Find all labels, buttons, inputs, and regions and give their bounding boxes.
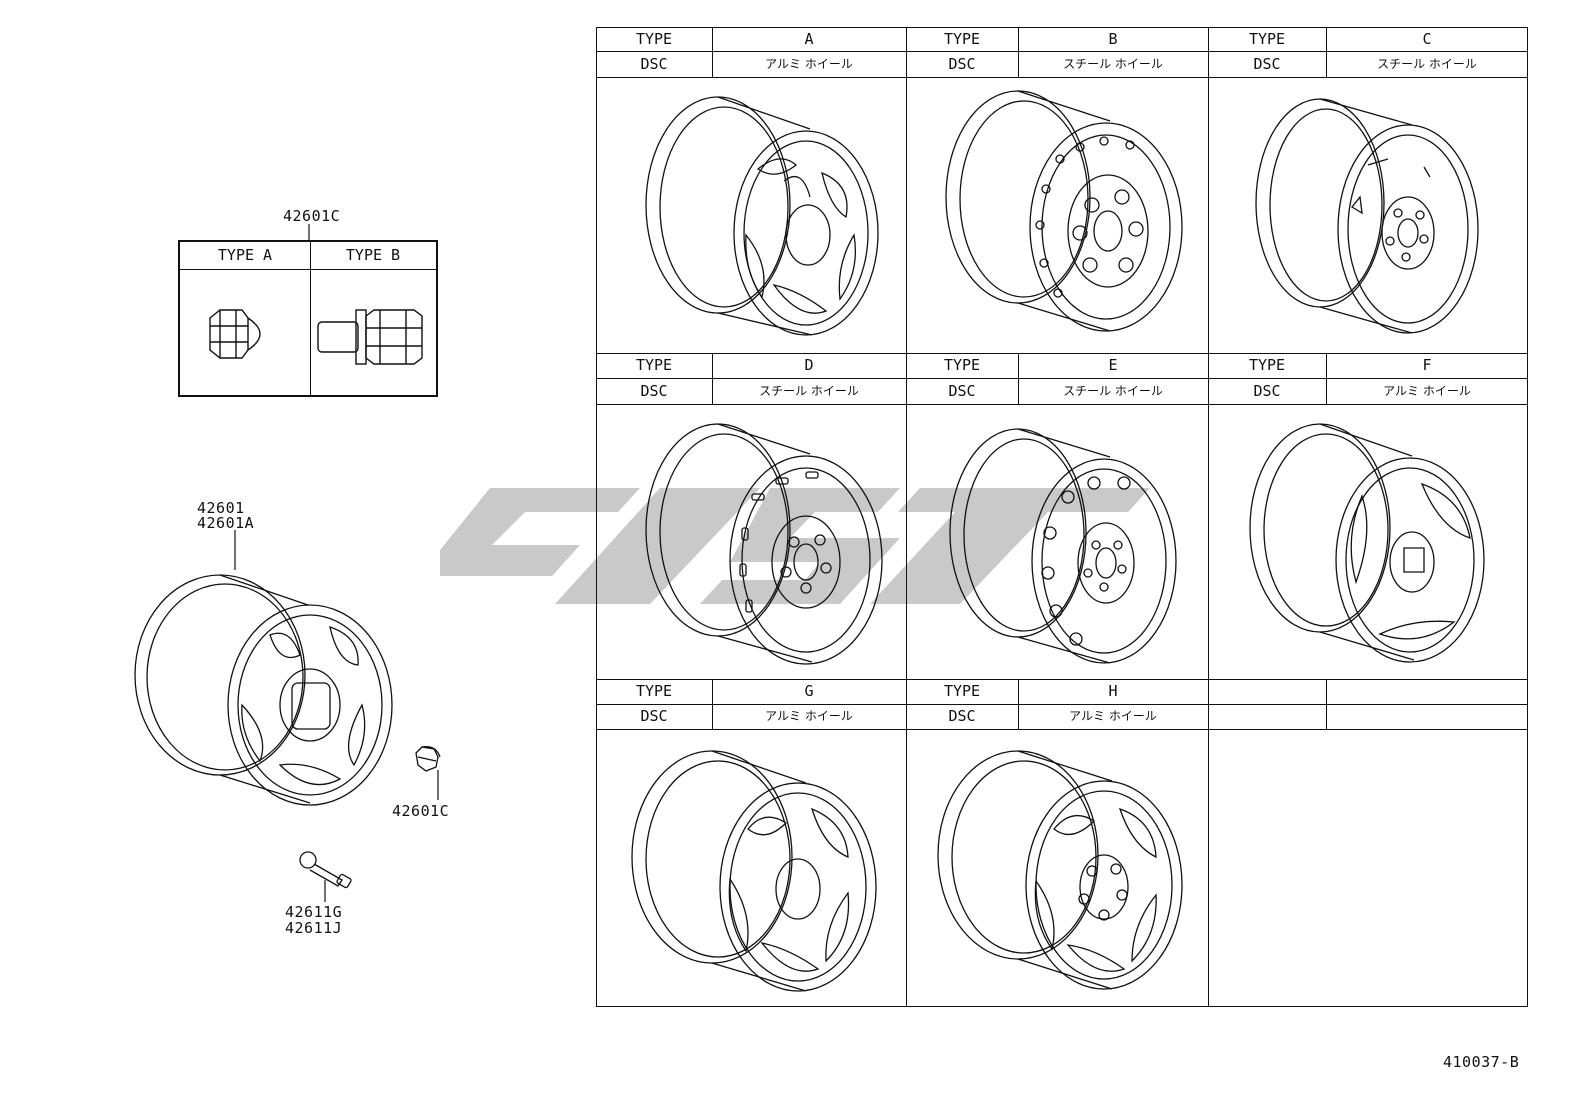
dsc-h-label: DSC [948,707,976,725]
valve-part-number-1: 42611G [285,903,343,921]
wheel-type-g-drawing [626,739,886,1004]
wheel-part-number-2: 42601A [197,514,255,532]
type-h-label: TYPE [943,682,981,700]
dsc-b-value: スチール ホイール [1063,56,1163,71]
valve-part-number-2: 42611J [285,919,343,937]
type-g-value: G [804,682,814,700]
wheel-type-d-drawing [640,412,890,677]
wheel-type-b-drawing [940,79,1190,349]
wheel-type-grid: TYPE A DSC アルミ ホイール TYPE B DSC スチール ホイール… [596,27,1528,1007]
nut-type-table: TYPE A TYPE B [178,240,438,397]
wheel-type-h-drawing [932,739,1192,1004]
type-c-label: TYPE [1248,29,1286,48]
dsc-h-value: アルミ ホイール [1069,709,1157,723]
type-a-label: TYPE [635,29,673,48]
dsc-b-label: DSC [948,54,976,73]
nut-type-a-header: TYPE A [217,246,273,264]
type-b-value: B [1108,29,1118,48]
wheel-part-number-1: 42601 [197,499,245,517]
dsc-d-label: DSC [640,381,668,400]
type-d-label: TYPE [635,356,673,374]
type-b-label: TYPE [943,29,981,48]
dsc-a-label: DSC [640,54,668,73]
wheel-type-a-drawing [640,85,890,350]
dsc-d-value: スチール ホイール [759,383,859,398]
type-f-value: F [1422,356,1432,374]
dsc-g-value: アルミ ホイール [765,709,853,723]
dsc-c-value: スチール ホイール [1377,56,1477,71]
acorn-nut-icon [209,309,261,359]
dsc-e-label: DSC [948,381,976,400]
dsc-f-label: DSC [1253,381,1281,400]
dsc-f-value: アルミ ホイール [1383,383,1471,398]
type-e-value: E [1108,356,1118,374]
dsc-e-value: スチール ホイール [1063,383,1163,398]
dsc-g-label: DSC [640,707,668,725]
diagram-number: 410037-B [1443,1053,1520,1071]
type-e-label: TYPE [943,356,981,374]
type-g-label: TYPE [635,682,673,700]
dsc-a-value: アルミ ホイール [765,56,853,71]
type-d-value: D [804,356,814,374]
dsc-c-label: DSC [1253,54,1281,73]
lug-nut-icon [415,746,441,772]
wheel-type-e-drawing [944,417,1184,677]
type-f-label: TYPE [1248,356,1286,374]
valve-stem-icon [299,851,352,889]
type-a-value: A [804,29,814,48]
long-nut-icon [317,309,423,365]
nut-group-part-number: 42601C [283,207,341,225]
wheel-type-c-drawing [1248,89,1488,349]
type-c-value: C [1422,29,1432,48]
wheel-assembly-drawing [130,565,400,825]
nut-type-b-header: TYPE B [345,246,401,264]
wheel-type-f-drawing [1244,412,1494,677]
lug-nut-part-number: 42601C [392,802,450,820]
type-h-value: H [1108,682,1118,700]
